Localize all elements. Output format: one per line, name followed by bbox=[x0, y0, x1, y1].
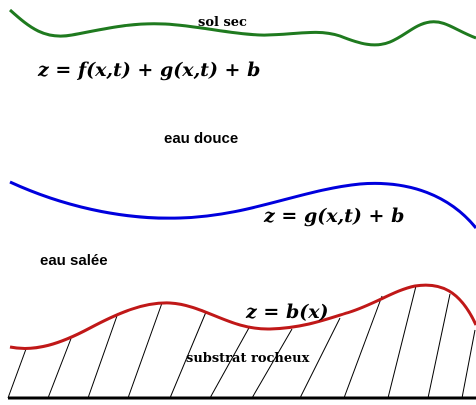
bottom-equation: z = b(x) bbox=[245, 301, 329, 323]
fresh-water-label: eau douce bbox=[164, 130, 238, 147]
surface-equation: z = f(x,t) + g(x,t) + b bbox=[37, 59, 260, 81]
rock-hatching bbox=[7, 285, 476, 399]
surface-curve bbox=[8, 8, 476, 47]
bottom-curve bbox=[9, 283, 476, 350]
rock-substrate-label: substrat rocheux bbox=[186, 351, 310, 366]
interface-curve bbox=[9, 180, 476, 229]
interface-equation: z = g(x,t) + b bbox=[263, 205, 404, 227]
salt-water-label: eau salée bbox=[40, 252, 108, 269]
dry-soil-label: sol sec bbox=[198, 15, 247, 30]
